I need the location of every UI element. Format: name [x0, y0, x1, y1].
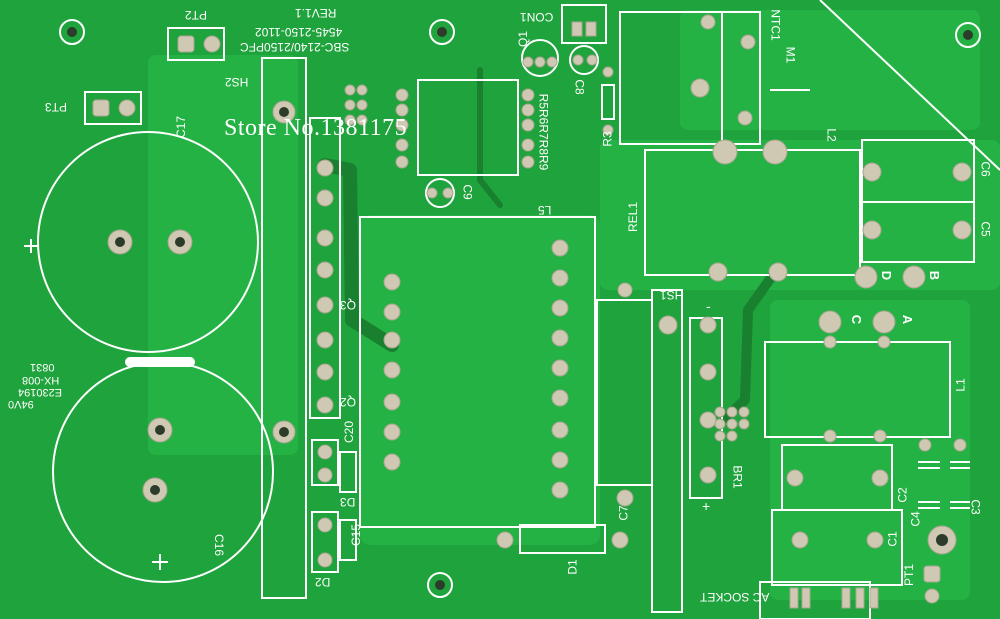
rel1-outline	[644, 149, 861, 276]
l5-outline	[359, 216, 596, 528]
copper-pour-right	[600, 140, 1000, 290]
label-minus-br1: -	[706, 298, 711, 314]
hs1-side	[596, 299, 653, 486]
label-c5: C5	[978, 221, 993, 237]
label-rel1: REL1	[626, 201, 641, 233]
d3-outline	[339, 451, 357, 493]
con1-outline	[561, 4, 607, 44]
label-ul-mark: 94V0	[8, 398, 34, 410]
r3-outline	[601, 84, 615, 120]
label-l1: L1	[953, 378, 968, 392]
hs1-outline	[651, 289, 683, 613]
label-c8: C8	[572, 79, 587, 95]
copper-pour-left	[148, 55, 298, 455]
label-c6: C6	[978, 161, 993, 177]
bridge-via-cluster	[714, 406, 750, 442]
l5-pins	[551, 239, 569, 499]
label-con1: CON1	[520, 10, 554, 24]
label-c3: C3	[968, 499, 983, 515]
label-c16: C16	[212, 533, 227, 557]
transistor-column	[309, 117, 401, 471]
label-q1: Q1	[516, 30, 531, 48]
c20-outline	[311, 439, 339, 486]
label-r3: R3	[600, 131, 615, 147]
label-pad-b: B	[927, 270, 943, 281]
pt2-outline	[167, 27, 225, 61]
label-q3: Q3	[340, 298, 357, 312]
r-array-outline	[417, 79, 519, 176]
c1-lower-outline	[771, 509, 903, 586]
label-pt3: PT3	[45, 100, 68, 114]
ntc1-body	[721, 11, 761, 145]
label-ul-code: E230194	[18, 386, 63, 398]
label-board-id-2: 4545-2150-1102	[255, 25, 343, 39]
label-c17: C17	[174, 115, 189, 139]
l1-outline	[764, 341, 951, 438]
q1-outline	[521, 39, 559, 77]
label-d2: D2	[315, 575, 331, 589]
d2-outline	[311, 511, 339, 573]
label-br1: BR1	[730, 465, 745, 489]
copper-pour-bottom-right	[770, 300, 970, 600]
mounting-holes	[59, 19, 981, 598]
label-pt2: PT2	[185, 8, 208, 22]
capacitor-separator	[125, 357, 195, 367]
c15-outline	[339, 519, 357, 561]
c9-outline	[425, 178, 455, 208]
label-d3: D3	[340, 495, 356, 509]
label-c7: C7	[616, 505, 631, 521]
d1-outline	[519, 524, 606, 554]
label-l2: L2	[824, 128, 839, 142]
label-c1: C1	[885, 531, 900, 547]
label-l5: L5	[538, 203, 552, 217]
r-array-pads	[344, 84, 535, 169]
store-watermark: Store No.1381175	[224, 115, 408, 141]
copper-pour-top-right	[680, 10, 980, 130]
label-plus-br1: +	[702, 498, 711, 514]
label-c20: C20	[342, 420, 357, 444]
c8-outline	[569, 45, 599, 75]
label-pad-d: D	[879, 270, 895, 281]
label-date-code: 0831	[30, 361, 55, 373]
label-pt1: PT1	[902, 563, 917, 587]
pt3-outline	[84, 91, 142, 125]
trace-bridge	[720, 267, 780, 423]
label-r-group: R5R6R7R8R9	[536, 93, 551, 171]
board-edge-top-right	[819, 0, 1000, 171]
label-c9: C9	[460, 184, 475, 200]
label-pad-c: C	[849, 314, 865, 325]
label-hs2: HS2	[225, 75, 249, 89]
label-q2: Q2	[340, 395, 357, 409]
label-ntc1: NTC1	[768, 9, 783, 41]
copper-pour-center	[360, 215, 600, 545]
label-pad-a: A	[900, 314, 916, 325]
c5-outline	[861, 201, 975, 263]
label-d1: D1	[565, 559, 580, 575]
label-hs1: HS1	[660, 288, 684, 302]
capacitor-c17	[24, 131, 259, 353]
label-hx-code: HX-008	[22, 374, 60, 386]
label-m1: M1	[783, 46, 798, 64]
label-c4: C4	[908, 511, 923, 527]
label-c15: C15	[349, 523, 364, 547]
label-ac-socket: AC SOCKET	[700, 590, 770, 604]
heatsink-hs2-outline	[261, 57, 307, 599]
label-revision: REV1.1	[295, 6, 337, 20]
trace-q3	[318, 158, 399, 352]
label-board-id-1: SBC-2140/2150PFC	[240, 40, 350, 54]
trace-top	[477, 67, 503, 208]
label-c2: C2	[895, 487, 910, 503]
